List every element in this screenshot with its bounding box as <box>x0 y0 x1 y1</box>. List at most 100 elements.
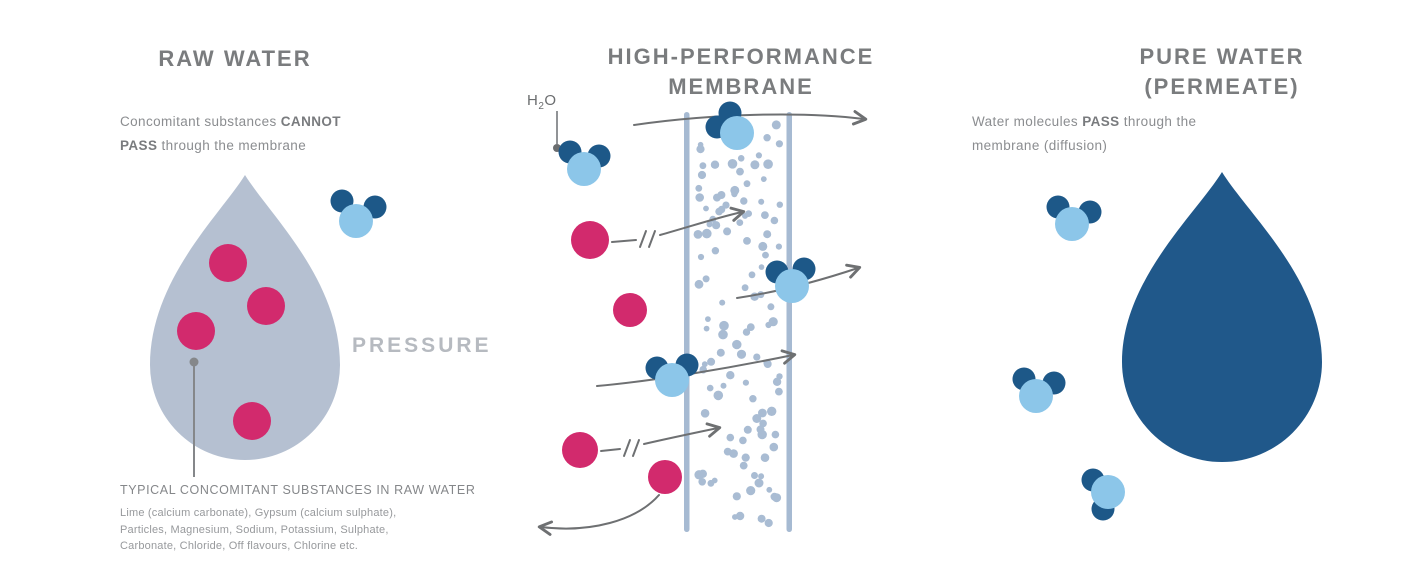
membrane-pore-dot <box>753 353 761 361</box>
water-molecule <box>1046 195 1102 241</box>
substance-particle <box>209 244 247 282</box>
membrane-pore-dot <box>697 170 707 180</box>
membrane-pore-dot <box>713 390 724 401</box>
membrane-pore-dot <box>750 160 760 170</box>
membrane-pores <box>693 120 784 528</box>
membrane-pore-dot <box>736 167 744 176</box>
substance-particle <box>247 287 285 325</box>
membrane-pore-dot <box>716 348 725 357</box>
membrane-pore-dot <box>770 216 779 225</box>
membrane-pore-dot <box>736 219 744 227</box>
substance-particle <box>648 460 682 494</box>
membrane-pore-dot <box>745 210 752 218</box>
membrane-pore-dot <box>739 436 747 445</box>
membrane-pore-dot <box>758 264 765 270</box>
caption-leader <box>189 357 199 477</box>
pure-water-title: PURE WATER (PERMEATE) <box>1072 42 1372 102</box>
pure-title-line-2: (PERMEATE) <box>1144 74 1300 99</box>
oxygen-atom-circle <box>720 116 754 150</box>
membrane-pore-dot <box>758 408 767 418</box>
pure-desc-text-2: through the <box>1119 114 1197 129</box>
membrane-pore-dot <box>760 176 767 183</box>
oxygen-atom-circle <box>339 204 373 238</box>
membrane-pore-dot <box>742 379 750 386</box>
membrane-pore-dot <box>717 191 726 199</box>
membrane-pore-dot <box>719 299 726 306</box>
membrane-pore-dot <box>703 325 710 332</box>
substance-particle <box>571 221 609 259</box>
membrane-pore-dot <box>726 371 735 380</box>
h2o-connector <box>553 111 561 152</box>
membrane-pore-dot <box>694 279 704 289</box>
membrane-pore-dot <box>693 230 703 239</box>
membrane-pore-dot <box>737 155 745 162</box>
membrane-pore-dot <box>771 430 780 439</box>
oxygen-atom-circle <box>567 152 601 186</box>
membrane-title-line-1: HIGH-PERFORMANCE <box>607 44 875 69</box>
membrane-pore-dot <box>706 384 714 392</box>
membrane-title-line-2: MEMBRANE <box>668 74 814 99</box>
membrane-pore-dot <box>740 197 748 205</box>
membrane-pore-dot <box>775 387 783 396</box>
h2o-label: H2O <box>527 92 557 112</box>
raw-desc-pass: PASS <box>120 138 158 153</box>
membrane-pore-dot <box>769 442 779 452</box>
pressure-label: PRESSURE <box>352 334 492 357</box>
membrane-pore-dot <box>735 511 745 521</box>
blocked-arrow-lower <box>600 422 722 457</box>
membrane-pore-dot <box>763 230 772 239</box>
membrane-pore-dot <box>755 152 763 159</box>
membrane-pore-dot <box>767 406 777 416</box>
membrane-pore-dot <box>746 323 755 331</box>
membrane-pore-dot <box>741 453 750 462</box>
membrane-pore-dot <box>743 180 751 188</box>
membrane-pore-dot <box>739 461 748 470</box>
membrane-pore-dot <box>775 140 784 148</box>
membrane-pore-dot <box>748 271 756 279</box>
water-molecule <box>330 189 387 238</box>
water-molecules <box>330 101 1125 521</box>
pure-title-line-1: PURE WATER <box>1139 44 1305 69</box>
membrane-pore-dot <box>772 377 782 386</box>
membrane-pore-dot <box>720 382 727 389</box>
oxygen-atom-circle <box>775 269 809 303</box>
substance-particle <box>177 312 215 350</box>
raw-desc-text-1: Concomitant substances <box>120 114 281 129</box>
substance-particle <box>233 402 271 440</box>
pure-water-droplet <box>1122 172 1322 462</box>
pure-desc-text-1: Water molecules <box>972 114 1083 129</box>
oxygen-atom-circle <box>1055 207 1089 241</box>
membrane-pore-dot <box>752 414 762 423</box>
membrane-pore-dot <box>719 320 729 331</box>
water-molecule <box>705 101 754 150</box>
membrane-pore-dot <box>758 473 765 480</box>
membrane-pore-dot <box>762 251 769 259</box>
pure-desc-pass: PASS <box>1082 114 1120 129</box>
membrane-pore-dot <box>743 237 751 245</box>
membrane-pore-dot <box>703 205 709 212</box>
membrane-pore-dot <box>763 134 771 142</box>
membrane-pore-dot <box>764 518 773 528</box>
membrane-pore-dot <box>776 201 783 208</box>
membrane-pore-dot <box>758 198 765 205</box>
membrane-pore-dot <box>771 120 781 130</box>
membrane-pore-dot <box>706 221 713 228</box>
membrane-pore-dot <box>701 361 708 368</box>
membrane-pore-dot <box>722 201 730 209</box>
raw-desc-cannot: CANNOT <box>280 114 341 129</box>
pure-desc-text-3: membrane (diffusion) <box>972 138 1108 153</box>
substance-particle <box>613 293 647 327</box>
substance-particles <box>177 221 682 494</box>
caption-line-3: Carbonate, Chloride, Off flavours, Chlor… <box>120 540 359 552</box>
membrane-pore-dot <box>732 339 742 350</box>
membrane-pore-dot <box>743 425 752 434</box>
membrane-pore-dot <box>699 162 707 170</box>
rejected-flow-arrow <box>537 494 660 536</box>
membrane-pore-dot <box>766 486 773 493</box>
caption-line-1: Lime (calcium carbonate), Gypsum (calciu… <box>120 507 397 519</box>
membrane-pore-dot <box>697 141 704 148</box>
membrane-pore-dot <box>707 479 715 487</box>
membrane-pore-dot <box>727 159 738 169</box>
membrane-pore-dot <box>759 419 767 428</box>
